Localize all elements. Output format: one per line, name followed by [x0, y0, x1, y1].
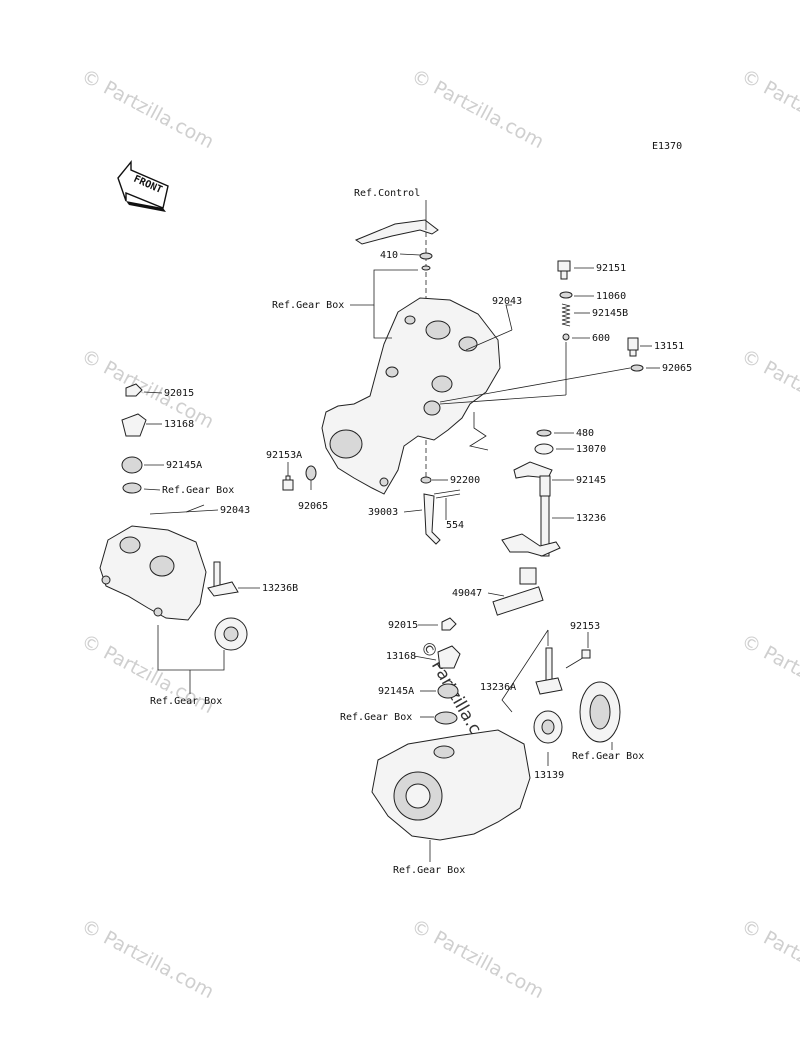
- washer-92065-b: [305, 465, 317, 481]
- watermark: © Partzilla.com: [408, 915, 548, 1003]
- part-labels: Ref.Control 410 Ref.Gear Box 92043 92151…: [150, 188, 692, 876]
- gear-shift-drum: [513, 461, 553, 557]
- shaft-13236A: [535, 647, 563, 695]
- pin-92043-b: [185, 504, 205, 513]
- left-gear-box-housing: [99, 525, 207, 621]
- ring-480: [536, 429, 552, 437]
- label-13139: 13139: [534, 770, 564, 781]
- label-92145A: 92145A: [166, 460, 202, 471]
- label-554: 554: [446, 520, 464, 531]
- control-bracket: [354, 219, 439, 245]
- oring-92200: [420, 476, 432, 484]
- label-ref-gear-box-6: Ref.Gear Box: [393, 865, 465, 876]
- label-410: 410: [380, 250, 398, 261]
- label-13236: 13236: [576, 513, 606, 524]
- label-13168-b: 13168: [386, 651, 416, 662]
- ball-600: [562, 333, 570, 341]
- watermark: © Partzilla.com: [738, 630, 800, 718]
- switch-13151: [627, 337, 639, 357]
- shaft-13236B: [207, 561, 239, 597]
- label-ref-gear-box-5: Ref.Gear Box: [572, 751, 644, 762]
- left-bevel-gear: [214, 617, 248, 651]
- label-92043-b: 92043: [220, 505, 250, 516]
- label-13151: 13151: [654, 341, 684, 352]
- spring-92145B: [561, 303, 571, 327]
- label-92065-b: 92065: [298, 501, 328, 512]
- watermarks: © Partzilla.com © Partzilla.com © Partzi…: [78, 65, 800, 1003]
- label-92153A: 92153A: [266, 450, 302, 461]
- watermark: © Partzilla.com: [738, 345, 800, 433]
- watermark: © Partzilla.com: [738, 915, 800, 1003]
- label-92043: 92043: [492, 296, 522, 307]
- plug-92151: [557, 260, 571, 280]
- label-39003: 39003: [368, 507, 398, 518]
- collar-13070: [534, 443, 554, 455]
- bearing: [579, 681, 621, 743]
- label-600: 600: [592, 333, 610, 344]
- label-92065: 92065: [662, 363, 692, 374]
- label-92145B: 92145B: [592, 308, 628, 319]
- label-13236B: 13236B: [262, 583, 298, 594]
- label-13168: 13168: [164, 419, 194, 430]
- watermark: © Partzilla.com: [408, 65, 548, 153]
- label-92153: 92153: [570, 621, 600, 632]
- gasket-11060: [559, 291, 573, 299]
- shift-fork-shaft-49047: [492, 533, 561, 616]
- diagram-code: E1370: [652, 141, 682, 152]
- label-13236A: 13236A: [480, 682, 516, 693]
- bolt-92153A: [282, 475, 294, 491]
- watermark: © Partzilla.com: [78, 345, 218, 433]
- watermark: © Partzilla.com: [738, 65, 800, 153]
- pin: [421, 265, 431, 271]
- label-ref-gear-box-3: Ref.Gear Box: [150, 696, 222, 707]
- label-92145: 92145: [576, 475, 606, 486]
- label-49047: 49047: [452, 588, 482, 599]
- main-gear-box-housing: [321, 297, 501, 495]
- lever-39003: [423, 489, 461, 545]
- label-92015: 92015: [164, 388, 194, 399]
- label-ref-gear-box: Ref.Gear Box: [272, 300, 344, 311]
- label-11060: 11060: [596, 291, 626, 302]
- bottom-stack: [434, 617, 461, 725]
- label-480: 480: [576, 428, 594, 439]
- bolt-92153: [565, 649, 591, 669]
- label-13070: 13070: [576, 444, 606, 455]
- watermark: © Partzilla.com: [78, 915, 218, 1003]
- bottom-gear-box-housing: [371, 729, 531, 841]
- bevel-gear-13139: [533, 710, 563, 744]
- washer-410: [419, 252, 433, 260]
- washer-92065: [630, 364, 644, 372]
- label-ref-gear-box-4: Ref.Gear Box: [340, 712, 412, 723]
- label-92200: 92200: [450, 475, 480, 486]
- pin-92043: [465, 329, 513, 351]
- label-ref-control: Ref.Control: [354, 188, 420, 199]
- label-92015-b: 92015: [388, 620, 418, 631]
- watermark: © Partzilla.com: [78, 65, 218, 153]
- front-arrow-icon: FRONT: [117, 160, 169, 212]
- label-ref-gear-box-2: Ref.Gear Box: [162, 485, 234, 496]
- label-92151: 92151: [596, 263, 626, 274]
- left-stack: [121, 383, 147, 494]
- leader-lines: [143, 200, 660, 862]
- label-92145A-b: 92145A: [378, 686, 414, 697]
